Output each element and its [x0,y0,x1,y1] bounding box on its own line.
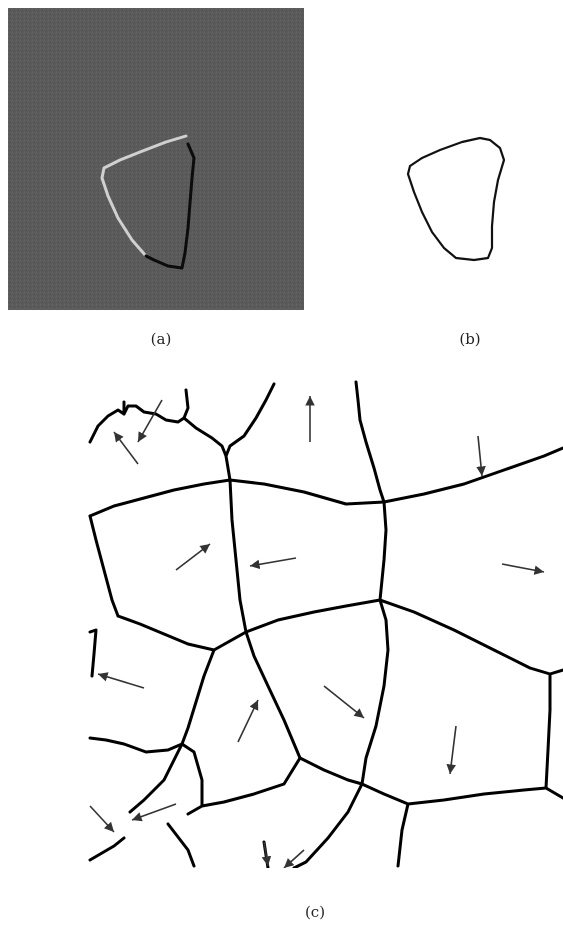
caption-c: (c) [305,903,325,921]
panel-c-svg [84,380,563,868]
motion-arrow [450,726,456,774]
panel-b-contour [392,130,522,270]
motion-arrow [502,564,544,572]
motion-arrow [478,436,482,476]
caption-a: (a) [151,330,172,348]
panel-a-shaded-image [8,8,304,310]
panel-b-outline [408,138,504,260]
motion-arrow [98,674,144,688]
panel-b-svg [392,130,522,270]
motion-arrow [238,700,258,742]
motion-arrow [250,558,296,566]
panel-a-background [8,8,304,310]
motion-arrow [114,432,138,464]
panel-c-segmentation [84,380,563,868]
caption-b: (b) [459,330,480,348]
motion-arrow [176,544,210,570]
motion-arrow [324,686,364,718]
motion-arrow [90,806,114,832]
motion-arrow [138,400,162,442]
panel-a-svg [8,8,304,310]
panel-c-boundaries [90,382,563,868]
